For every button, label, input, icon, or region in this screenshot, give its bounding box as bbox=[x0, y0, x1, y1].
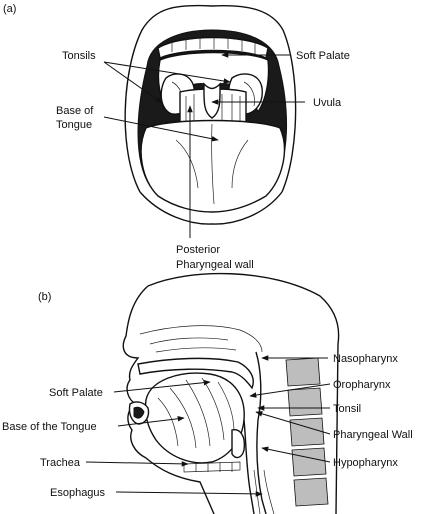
panel-a-letter: (a) bbox=[3, 3, 16, 15]
label-trachea: Trachea bbox=[40, 457, 81, 469]
tonsils-leader-right bbox=[103, 61, 231, 84]
hypopharynx-leader bbox=[261, 446, 331, 463]
esophagus-leader bbox=[115, 491, 263, 497]
panel-b-letter: (b) bbox=[38, 291, 51, 303]
soft-palate-b-leader bbox=[113, 379, 211, 393]
tonsils-leader-left bbox=[103, 61, 163, 104]
base-of-the-tongue-leader bbox=[117, 415, 185, 427]
label-pharyngeal-wall: Pharyngeal Wall bbox=[333, 429, 413, 441]
label-nasopharynx: Nasopharynx bbox=[333, 353, 398, 365]
label-oropharynx: Oropharynx bbox=[333, 379, 391, 391]
panel-a-leaders bbox=[103, 52, 305, 238]
trachea-leader bbox=[85, 461, 189, 467]
label-tonsils: Tonsils bbox=[62, 50, 96, 62]
label-hypopharynx: Hypopharynx bbox=[333, 457, 398, 469]
open-mouth-drawing bbox=[124, 4, 297, 225]
pharyngeal-wall-leader bbox=[255, 411, 331, 435]
label-base-of-tongue-line1: Base of bbox=[56, 105, 94, 117]
label-base-of-tongue-line2: Tongue bbox=[56, 119, 92, 131]
label-soft-palate-a: Soft Palate bbox=[296, 50, 350, 62]
panel-b-leaders bbox=[85, 355, 331, 497]
label-esophagus: Esophagus bbox=[50, 487, 106, 499]
label-soft-palate-b: Soft Palate bbox=[49, 387, 103, 399]
label-posterior-line2: Pharyngeal wall bbox=[176, 259, 254, 271]
label-base-of-the-tongue: Base of the Tongue bbox=[2, 421, 97, 433]
label-uvula: Uvula bbox=[313, 97, 342, 109]
base-of-tongue-leader bbox=[103, 116, 219, 142]
oropharynx-leader bbox=[249, 383, 331, 398]
label-posterior-line1: Posterior bbox=[176, 244, 220, 256]
panel-a: (a) bbox=[3, 3, 350, 271]
label-tonsil: Tonsil bbox=[333, 403, 361, 415]
panel-b: (b) bbox=[2, 272, 413, 514]
sagittal-head-drawing bbox=[122, 272, 340, 514]
